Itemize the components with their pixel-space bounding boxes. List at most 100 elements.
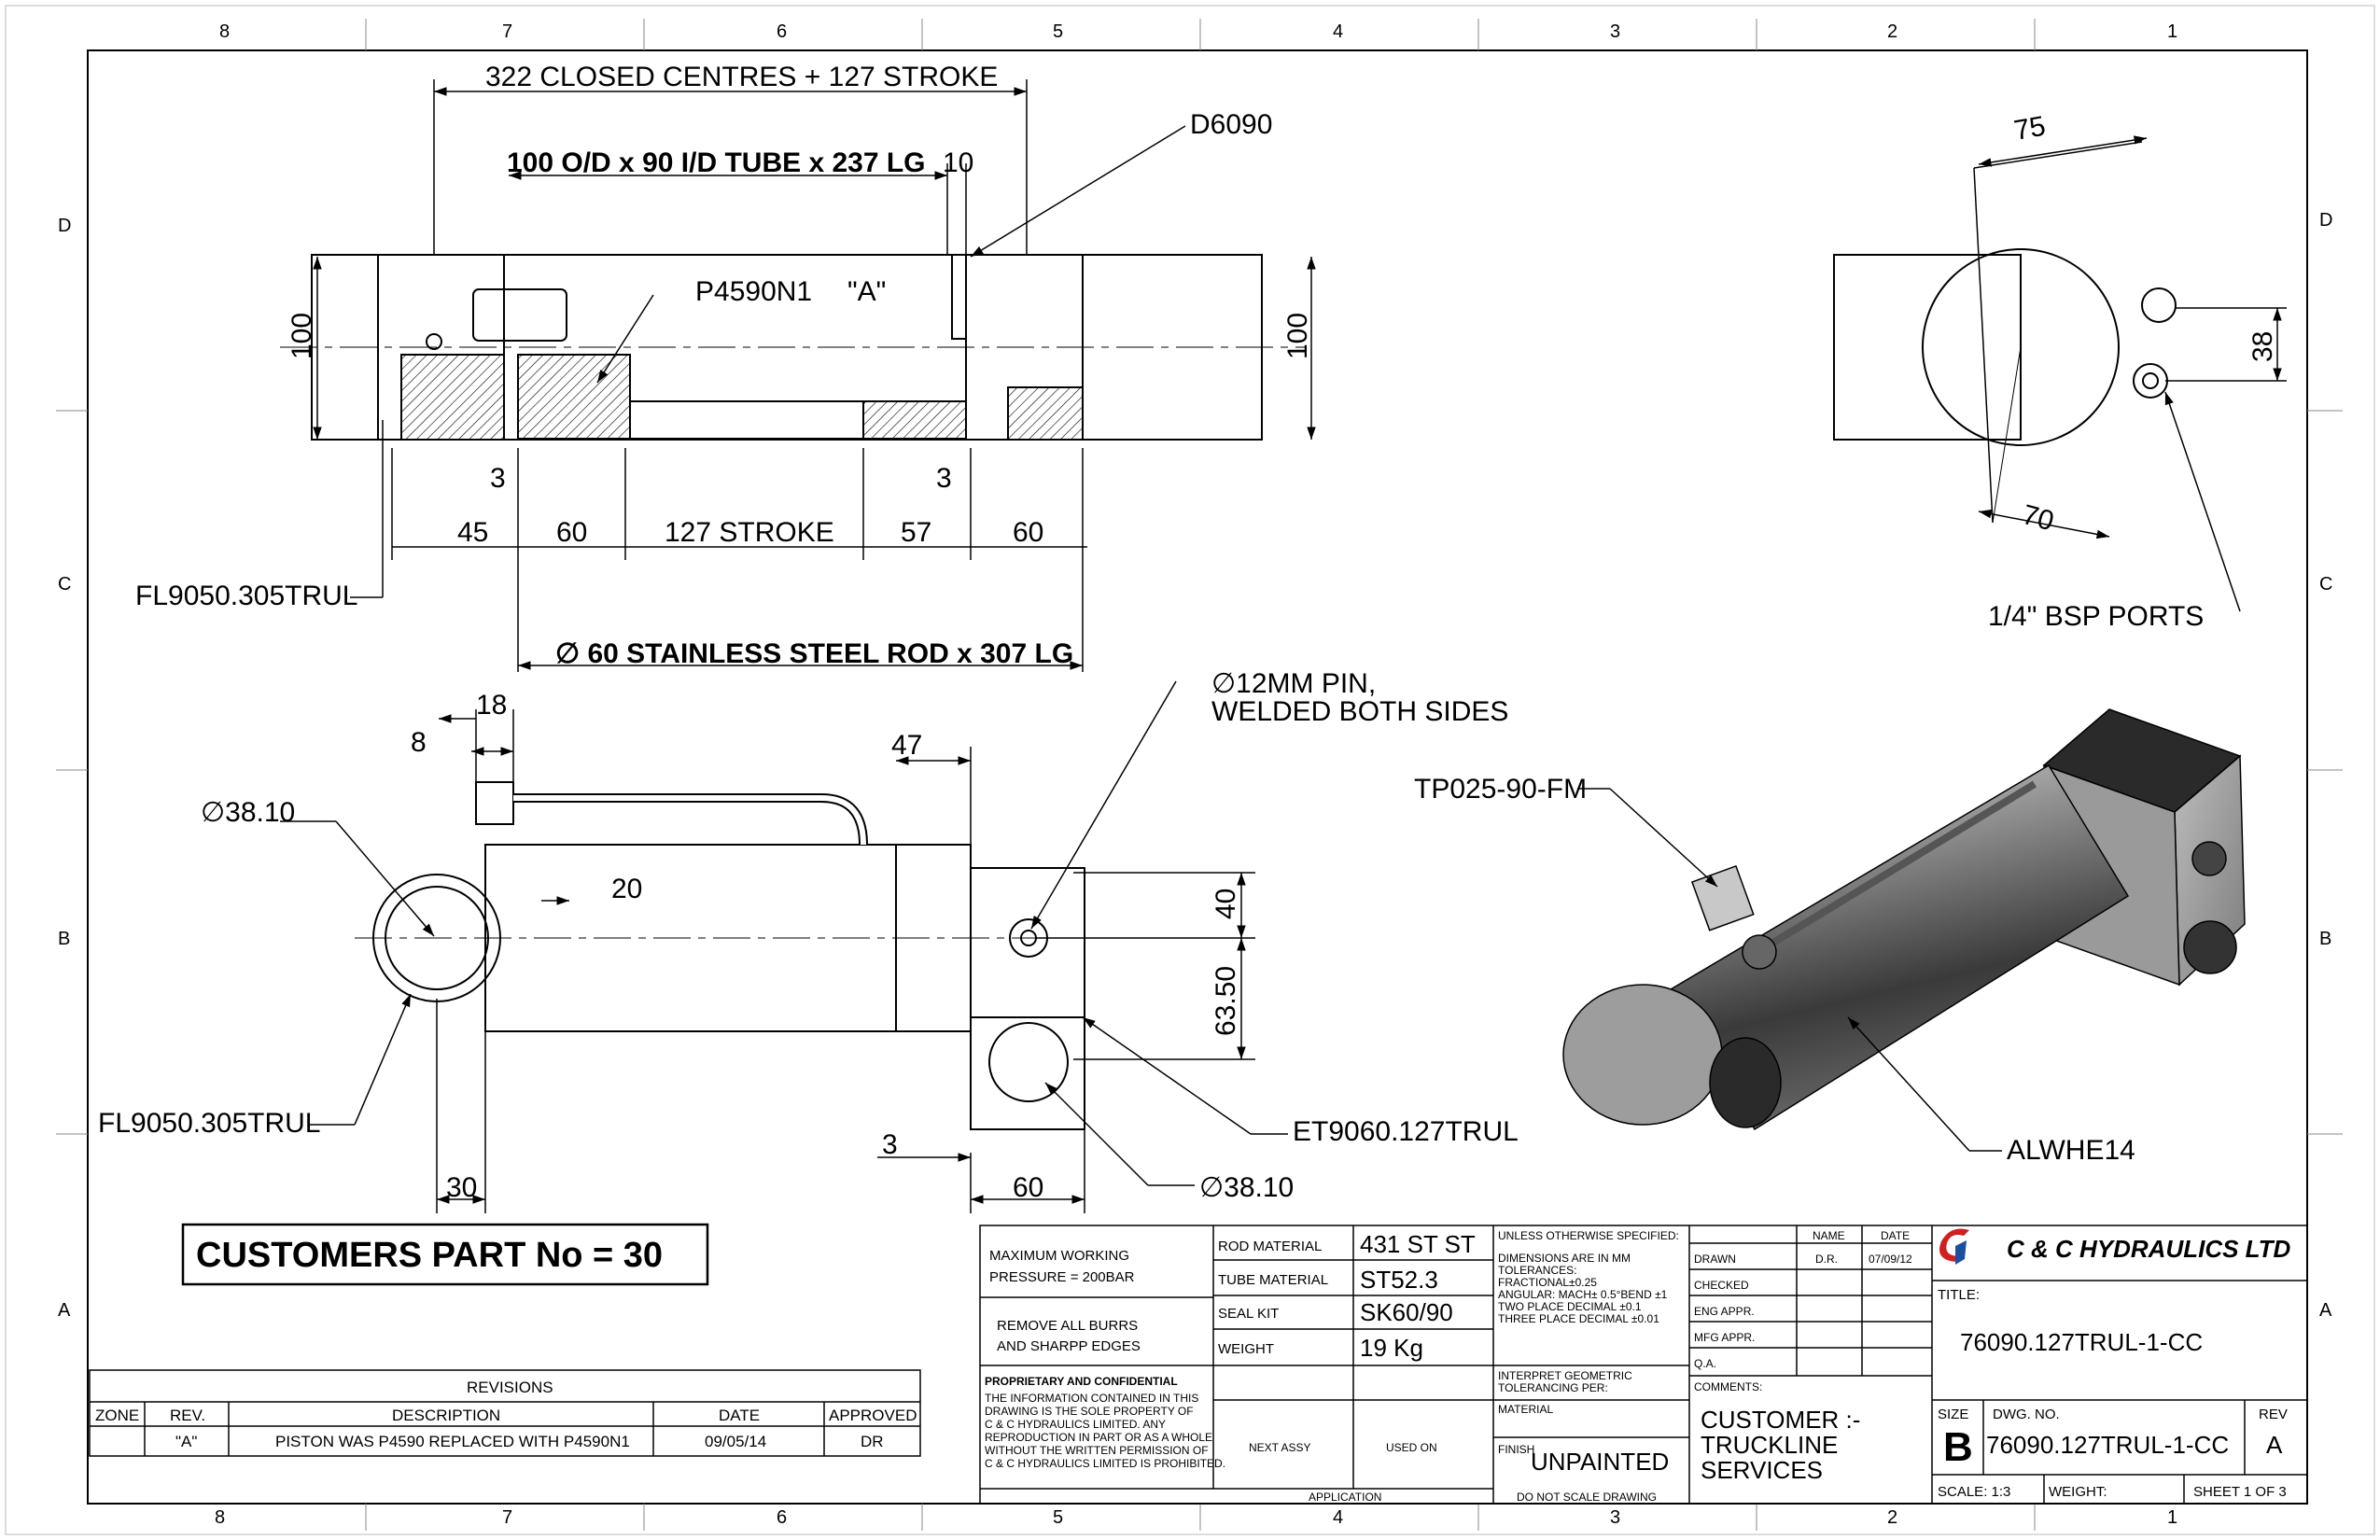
interpret-2: TOLERANCING PER: bbox=[1498, 1381, 1608, 1394]
rev-header-rev: REV. bbox=[170, 1407, 205, 1424]
svg-text:B: B bbox=[2319, 929, 2331, 949]
zone-col-6: 6 bbox=[777, 21, 787, 42]
dim-60b: 60 bbox=[1013, 517, 1043, 548]
height-left-dim: 100 bbox=[287, 313, 317, 359]
side-view-labels: 75 38 70 1/4" BSP PORTS bbox=[1988, 111, 2278, 632]
dim-20: 20 bbox=[611, 874, 642, 904]
zone-labels-top: 8 7 6 5 4 3 2 1 bbox=[219, 21, 2177, 42]
dim-30: 30 bbox=[446, 1172, 477, 1203]
zone-labels-bottom: 8 7 6 5 4 3 2 1 bbox=[215, 1507, 2177, 1528]
svg-text:TOLERANCES:: TOLERANCES: bbox=[1498, 1264, 1576, 1277]
dim-47: 47 bbox=[891, 730, 922, 761]
zone-col-1: 1 bbox=[2167, 21, 2177, 42]
rev-label: REV bbox=[2259, 1407, 2288, 1422]
customer-part-box: CUSTOMERS PART No = 30 bbox=[181, 1223, 709, 1286]
svg-text:A: A bbox=[2319, 1300, 2332, 1321]
drawn-label: DRAWN bbox=[1694, 1253, 1736, 1266]
zone-col-4: 4 bbox=[1333, 21, 1343, 42]
svg-text:ANGULAR: MACH± 0.5°BEND ±1: ANGULAR: MACH± 0.5°BEND ±1 bbox=[1498, 1288, 1668, 1301]
company-logo bbox=[1939, 1228, 1969, 1265]
svg-text:D: D bbox=[58, 216, 71, 236]
rev-row-description: PISTON WAS P4590 REPLACED WITH P4590N1 bbox=[275, 1433, 630, 1450]
customer-part-label: CUSTOMERS PART No = 30 bbox=[196, 1236, 663, 1275]
max-pressure-2: PRESSURE = 200BAR bbox=[989, 1269, 1135, 1285]
dia-right: ∅38.10 bbox=[1199, 1172, 1294, 1203]
revision-flag: "A" bbox=[847, 276, 886, 307]
dim-45: 45 bbox=[457, 517, 488, 548]
side-view bbox=[1833, 141, 2177, 524]
svg-text:B: B bbox=[58, 929, 70, 949]
date-header: DATE bbox=[1881, 1229, 1910, 1242]
dim-10: 10 bbox=[943, 147, 973, 178]
dia-left: ∅38.10 bbox=[201, 797, 295, 828]
tube-material-label: TUBE MATERIAL bbox=[1218, 1272, 1328, 1288]
title-block-text: MAXIMUM WORKING PRESSURE = 200BAR REMOVE… bbox=[985, 1228, 2291, 1504]
sheet-number: SHEET 1 OF 3 bbox=[2193, 1484, 2287, 1500]
svg-text:C & C HYDRAULICS LIMITED IS PR: C & C HYDRAULICS LIMITED IS PROHIBITED. bbox=[985, 1457, 1225, 1470]
svg-text:THE INFORMATION CONTAINED IN T: THE INFORMATION CONTAINED IN THIS bbox=[985, 1392, 1198, 1405]
comments-label: COMMENTS: bbox=[1694, 1380, 1762, 1393]
comment-1: CUSTOMER :- bbox=[1701, 1406, 1860, 1434]
svg-text:5: 5 bbox=[1053, 1507, 1063, 1528]
qa-label: Q.A. bbox=[1694, 1357, 1716, 1370]
company-name: C & C HYDRAULICS LTD bbox=[2007, 1235, 2291, 1263]
dim-40: 40 bbox=[1211, 889, 1241, 919]
svg-text:WITHOUT THE WRITTEN PERMISSION: WITHOUT THE WRITTEN PERMISSION OF bbox=[985, 1444, 1209, 1457]
next-assy: NEXT ASSY bbox=[1249, 1441, 1310, 1454]
revisions-table bbox=[89, 1369, 921, 1457]
iso-view-labels: TP025-90-FM ALWHE14 bbox=[1414, 774, 2135, 1166]
drawn-date: 07/09/12 bbox=[1869, 1253, 1912, 1266]
material-label: MATERIAL bbox=[1498, 1403, 1553, 1416]
svg-text:DIMENSIONS ARE IN MM: DIMENSIONS ARE IN MM bbox=[1498, 1252, 1631, 1265]
zone-ticks bbox=[56, 19, 2343, 1531]
drawn-name: D.R. bbox=[1815, 1253, 1838, 1266]
top-view-dimensions bbox=[313, 79, 1316, 672]
dwg-no: 76090.127TRUL-1-CC bbox=[1986, 1431, 2229, 1459]
svg-text:2: 2 bbox=[1887, 1507, 1897, 1528]
scale: SCALE: 1:3 bbox=[1938, 1484, 2010, 1500]
dim-3-front: 3 bbox=[882, 1129, 898, 1160]
svg-text:6: 6 bbox=[777, 1507, 787, 1528]
title-block-lines bbox=[979, 1225, 2308, 1505]
revisions-title: REVISIONS bbox=[467, 1379, 553, 1396]
height-right-dim: 100 bbox=[1282, 313, 1313, 359]
finish-value: UNPAINTED bbox=[1531, 1448, 1669, 1476]
dim-3-left: 3 bbox=[490, 463, 506, 494]
rod-material-label: ROD MATERIAL bbox=[1218, 1239, 1322, 1254]
pin-callout: ∅12MM PIN, bbox=[1211, 668, 1376, 699]
dim-8: 8 bbox=[411, 727, 427, 758]
dim-3-right: 3 bbox=[936, 463, 952, 494]
size-label: SIZE bbox=[1938, 1407, 1968, 1422]
front-view-labels: 18 8 ∅38.10 20 47 ∅12MM PIN, WELDED BOTH… bbox=[98, 668, 1519, 1203]
dim-75: 75 bbox=[2011, 111, 2048, 147]
svg-text:DRAWING IS THE SOLE PROPERTY O: DRAWING IS THE SOLE PROPERTY OF bbox=[985, 1405, 1194, 1418]
svg-text:REPRODUCTION IN PART OR AS A W: REPRODUCTION IN PART OR AS A WHOLE bbox=[985, 1431, 1212, 1444]
rev-row-rev: "A" bbox=[175, 1433, 197, 1450]
burrs-1: REMOVE ALL BURRS bbox=[997, 1318, 1138, 1334]
svg-text:TWO PLACE DECIMAL ±0.1: TWO PLACE DECIMAL ±0.1 bbox=[1498, 1300, 1642, 1313]
stroke-dim: 127 STROKE bbox=[665, 517, 834, 548]
svg-text:FRACTIONAL±0.25: FRACTIONAL±0.25 bbox=[1498, 1276, 1597, 1289]
iso-view-callouts bbox=[1577, 788, 2002, 1152]
svg-text:3: 3 bbox=[1610, 1507, 1620, 1528]
interpret-1: INTERPRET GEOMETRIC bbox=[1498, 1369, 1632, 1382]
svg-text:C: C bbox=[58, 574, 71, 595]
svg-text:1: 1 bbox=[2167, 1507, 2177, 1528]
svg-text:C & C HYDRAULICS LIMITED. ANY: C & C HYDRAULICS LIMITED. ANY bbox=[985, 1418, 1166, 1431]
svg-text:D: D bbox=[2319, 210, 2332, 231]
top-view-labels: 322 CLOSED CENTRES + 127 STROKE 100 O/D … bbox=[135, 62, 1313, 669]
comment-3: SERVICES bbox=[1701, 1456, 1823, 1484]
front-view-dimensions bbox=[280, 680, 1288, 1213]
burrs-2: AND SHARPP EDGES bbox=[997, 1338, 1141, 1354]
dim-63-50: 63.50 bbox=[1211, 966, 1241, 1036]
zone-col-2: 2 bbox=[1887, 21, 1897, 42]
name-header: NAME bbox=[1813, 1229, 1845, 1242]
svg-text:THREE PLACE DECIMAL ±0.01: THREE PLACE DECIMAL ±0.01 bbox=[1498, 1312, 1659, 1325]
proprietary-title: PROPRIETARY AND CONFIDENTIAL bbox=[985, 1375, 1178, 1388]
svg-text:C: C bbox=[2319, 574, 2332, 595]
used-on: USED ON bbox=[1386, 1441, 1437, 1454]
finish-label: FINISH bbox=[1498, 1443, 1534, 1456]
front-view bbox=[355, 781, 1101, 1130]
rev-header-zone: ZONE bbox=[95, 1407, 139, 1424]
